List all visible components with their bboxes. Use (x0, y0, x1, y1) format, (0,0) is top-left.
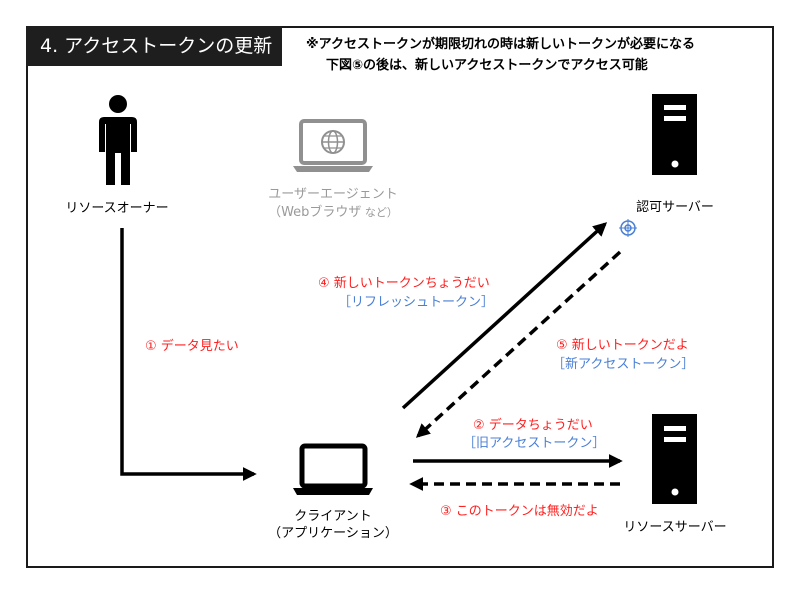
resource-owner-label: リソースオーナー (65, 201, 169, 216)
slide-frame (26, 26, 774, 568)
note-line-2: 下図⑤の後は、新しいアクセストークンでアクセス可能 (326, 58, 648, 73)
crosshair-icon (619, 219, 637, 237)
arrow-step-5 (415, 250, 622, 438)
resource-server-icon (652, 414, 697, 504)
step-5-token: ［新アクセストークン］ (552, 357, 695, 372)
auth-server-label: 認可サーバー (636, 200, 714, 215)
arrow-step-1 (120, 228, 257, 481)
browser-laptop-icon (293, 119, 373, 172)
user-agent-label: ユーザーエージェント (268, 187, 398, 202)
client-sublabel: （アプリケーション） (268, 526, 398, 541)
step-1-label: ① データ見たい (145, 339, 239, 354)
user-agent-sublabel: （Webブラウザ など） (268, 205, 398, 220)
auth-server-icon (652, 94, 697, 175)
step-2-label: ② データちょうだい (473, 418, 593, 433)
client-laptop-icon (293, 443, 373, 495)
step-4-token: ［リフレッシュトークン］ (338, 295, 495, 310)
step-2-token: ［旧アクセストークン］ (463, 436, 606, 451)
resource-server-label: リソースサーバー (623, 520, 727, 535)
step-4-label: ④ 新しいトークンちょうだい (318, 276, 490, 291)
note-line-1: ※アクセストークンが期限切れの時は新しいトークンが必要になる (306, 37, 695, 52)
client-label: クライアント (294, 509, 372, 524)
page-title: 4. アクセストークンの更新 (26, 26, 282, 66)
step-5-label: ⑤ 新しいトークンだよ (556, 338, 689, 353)
person-icon (99, 95, 137, 185)
step-3-label: ③ このトークンは無効だよ (440, 504, 599, 519)
arrow-step-4 (401, 222, 608, 410)
